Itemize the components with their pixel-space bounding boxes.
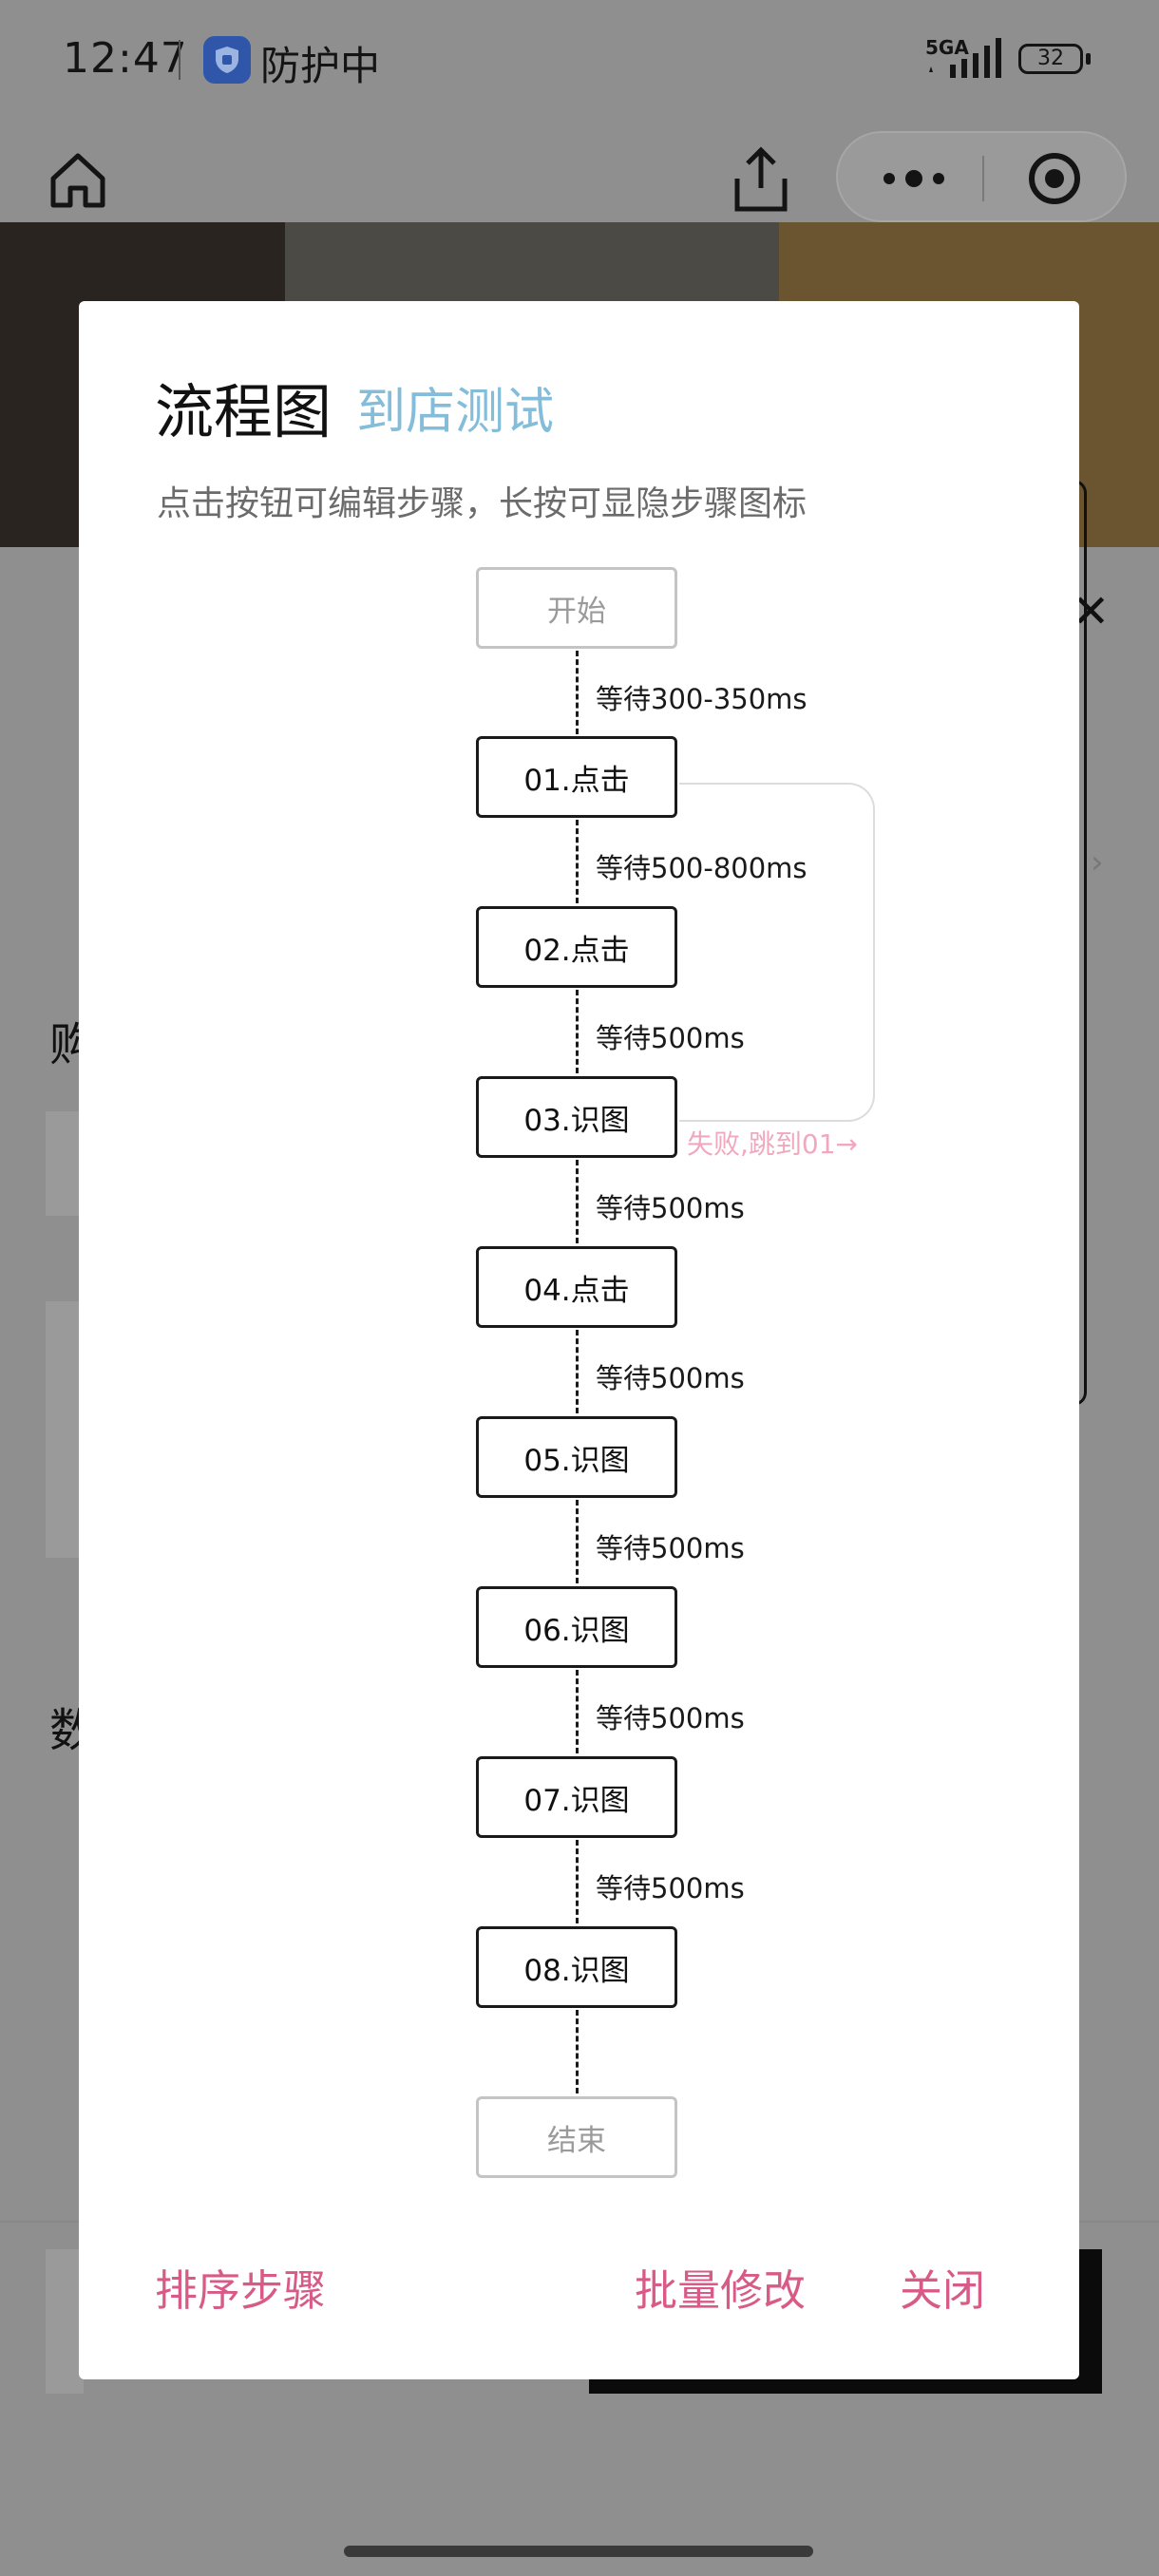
flow-connector	[576, 1160, 579, 1243]
flow-connector	[576, 990, 579, 1073]
shield-icon	[203, 36, 251, 84]
wait-label: 等待500-800ms	[596, 852, 808, 884]
flow-step-node[interactable]: 01.点击	[476, 736, 677, 818]
network-label: 5GA	[925, 36, 969, 59]
battery-level: 32	[1037, 47, 1064, 70]
flow-step-node[interactable]: 03.识图	[476, 1076, 677, 1158]
dialog-hint: 点击按钮可编辑步骤，长按可显隐步骤图标	[157, 484, 808, 523]
signal-icon	[929, 38, 1001, 78]
flow-connector	[576, 2010, 579, 2093]
battery-icon: 32	[1018, 44, 1083, 74]
flow-connector	[576, 1840, 579, 1923]
flow-connector	[576, 1500, 579, 1583]
wait-label: 等待300-350ms	[596, 683, 808, 715]
nav-bar	[0, 118, 1159, 222]
flow-step-node[interactable]: 05.识图	[476, 1416, 677, 1498]
wait-label: 等待500ms	[596, 1872, 745, 1904]
close-button[interactable]: 关闭	[900, 2265, 986, 2316]
flow-end-node[interactable]: 结束	[476, 2096, 677, 2178]
protection-status: 防护中	[260, 43, 381, 89]
fail-jump-loop	[679, 783, 875, 1122]
flow-step-node[interactable]: 07.识图	[476, 1756, 677, 1838]
wait-label: 等待500ms	[596, 1532, 745, 1564]
background-chevron-icon: ›	[1091, 843, 1104, 881]
status-divider	[179, 40, 180, 80]
more-dots-icon[interactable]	[876, 158, 952, 199]
background-card	[46, 2249, 84, 2394]
background-card	[46, 1301, 84, 1558]
home-icon[interactable]	[44, 146, 112, 215]
flow-step-node[interactable]: 04.点击	[476, 1246, 677, 1328]
sort-steps-button[interactable]: 排序步骤	[155, 2265, 327, 2316]
flowchart-dialog: 流程图 到店测试 点击按钮可编辑步骤，长按可显隐步骤图标 开始 等待300-35…	[79, 301, 1079, 2379]
flow-step-node[interactable]: 02.点击	[476, 906, 677, 988]
flow-connector	[576, 651, 579, 734]
background-card	[46, 1111, 84, 1216]
flow-step-node[interactable]: 08.识图	[476, 1926, 677, 2008]
mini-program-capsule	[836, 131, 1127, 222]
flow-step-node[interactable]: 06.识图	[476, 1586, 677, 1668]
wait-label: 等待500ms	[596, 1702, 745, 1734]
batch-edit-button[interactable]: 批量修改	[635, 2265, 807, 2316]
share-icon[interactable]	[724, 142, 798, 217]
wait-label: 等待500ms	[596, 1362, 745, 1394]
dialog-subtitle: 到店测试	[356, 384, 555, 441]
status-time: 12:47	[63, 34, 188, 83]
flow-connector	[576, 1330, 579, 1413]
flow-connector	[576, 1670, 579, 1753]
wait-label: 等待500ms	[596, 1192, 745, 1224]
flow-connector	[576, 820, 579, 903]
battery-tip	[1086, 53, 1091, 65]
capsule-divider	[982, 156, 984, 201]
target-icon[interactable]	[1026, 150, 1083, 207]
wait-label: 等待500ms	[596, 1022, 745, 1054]
dialog-title: 流程图	[155, 377, 332, 446]
home-indicator[interactable]	[344, 2546, 813, 2557]
status-bar: 12:47 防护中 5GA 32	[0, 0, 1159, 118]
fail-jump-label: 失败,跳到01→	[687, 1128, 858, 1160]
flow-start-node[interactable]: 开始	[476, 567, 677, 649]
